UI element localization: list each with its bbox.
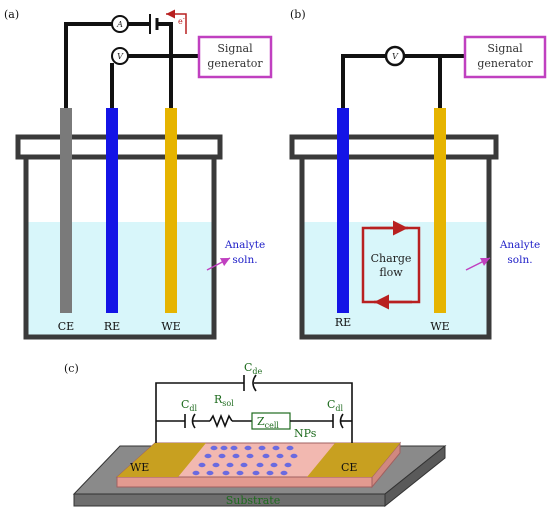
panel-a-label: (a) <box>4 8 19 21</box>
cdl-left-label: Cdl <box>181 398 198 413</box>
beaker-lid <box>15 134 223 160</box>
signal-generator-line2: generator <box>207 57 263 70</box>
signal-generator-b-line2: generator <box>477 57 533 70</box>
analyte-b-line2: soln. <box>507 254 532 266</box>
signal-generator-line1: Signal <box>217 42 253 55</box>
wire-cde-left <box>155 382 244 443</box>
gold-pad-ce <box>307 443 400 477</box>
reference-electrode-b <box>337 108 349 313</box>
wire-we <box>158 22 173 108</box>
voltmeter-label: V <box>117 52 124 61</box>
analyte-solution-b <box>302 222 489 337</box>
working-electrode <box>165 108 177 313</box>
voltmeter-icon <box>111 47 129 65</box>
cdl-left-plate2 <box>191 413 196 429</box>
wire-cde-right <box>254 382 353 443</box>
beaker-lid-b <box>289 134 499 160</box>
nps-label: NPs <box>294 427 317 440</box>
reference-electrode <box>106 108 118 313</box>
signal-generator-box-b <box>463 35 547 79</box>
pad-label-ce: CE <box>341 461 357 474</box>
pink-film-front <box>116 476 373 488</box>
voltmeter-label-b: V <box>392 52 399 61</box>
charge-flow-line2: flow <box>379 266 403 279</box>
cde-plate-right <box>252 374 257 392</box>
counter-electrode <box>60 108 72 313</box>
pad-label-we: WE <box>130 461 149 474</box>
electrode-label-re-b: RE <box>335 316 351 329</box>
cdl-right-label: Cdl <box>327 398 344 413</box>
panel-a: (a) A V e- Signal generator <box>4 8 273 340</box>
ammeter-label: A <box>116 20 123 29</box>
electrode-label-we: WE <box>161 320 180 333</box>
analyte-solution <box>26 222 214 337</box>
rsol-label: Rsol <box>214 393 234 408</box>
analyte-b-line1: Analyte <box>499 239 540 251</box>
panel-c: (c) <box>64 361 447 508</box>
substrate-label: Substrate <box>226 494 280 507</box>
electrode-label-we-b: WE <box>430 320 449 333</box>
analyte-arrow <box>206 257 231 271</box>
electrode-label-re: RE <box>104 320 120 333</box>
substrate-side <box>384 444 446 508</box>
cde-label: Cde <box>244 361 263 376</box>
electron-flow-arrow <box>166 9 187 34</box>
rsol-resistor <box>209 413 233 429</box>
beaker-b <box>299 155 492 340</box>
signal-generator-b-line1: Signal <box>487 42 523 55</box>
charge-flow-line1: Charge <box>371 252 412 265</box>
analyte-arrow-b <box>465 257 491 271</box>
ammeter-icon <box>111 15 129 33</box>
voltmeter-icon-b <box>384 45 406 67</box>
analyte-line2: soln. <box>232 254 257 266</box>
panel-b-label: (b) <box>290 8 306 21</box>
wire-ce <box>64 22 112 108</box>
analyte-line1: Analyte <box>224 239 265 251</box>
working-electrode-b <box>434 108 446 313</box>
signal-generator-box <box>197 35 273 79</box>
wire-re-b <box>341 54 386 108</box>
beaker <box>23 155 217 340</box>
gold-pad-we <box>117 443 206 477</box>
cdl-right-plate2 <box>339 413 344 429</box>
electron-label: e- <box>178 15 185 26</box>
panel-b: (b) V Signal generator Charge flow Analy… <box>289 8 547 340</box>
zcell-label: Zcell <box>257 415 279 430</box>
nanoparticles <box>192 445 298 476</box>
panel-c-label: (c) <box>64 362 79 375</box>
electrode-label-ce: CE <box>58 320 74 333</box>
